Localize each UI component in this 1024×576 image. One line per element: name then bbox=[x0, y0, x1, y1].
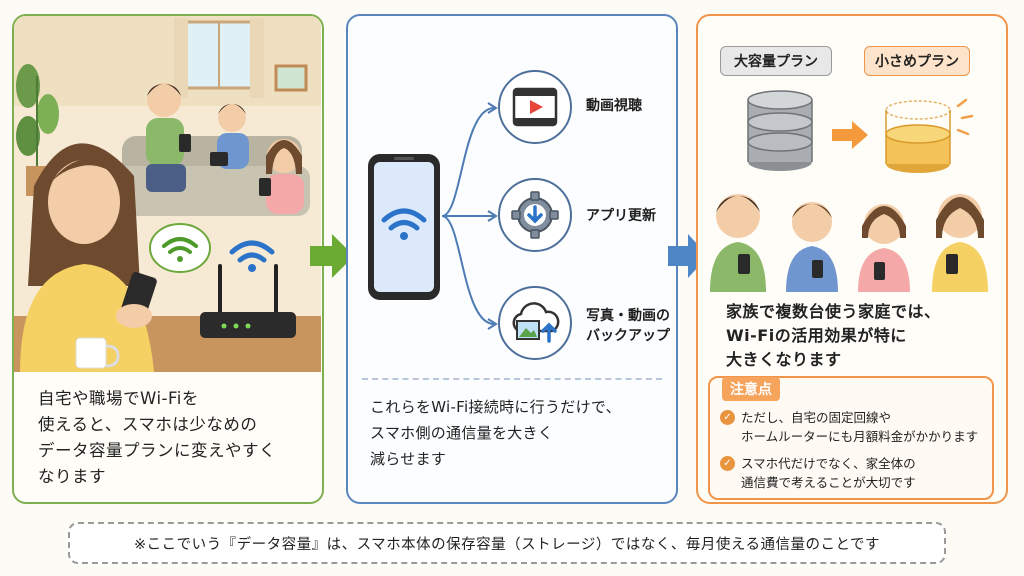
caution-box: 注意点 ✓ ただし、自宅の固定回線や ホームルーターにも月額料金がかかります ✓… bbox=[708, 376, 994, 500]
daughter-avatar bbox=[858, 204, 910, 292]
reduce-arrow-icon bbox=[832, 121, 868, 149]
feature-backup bbox=[498, 286, 572, 360]
mother-avatar bbox=[932, 194, 988, 292]
gear-download-icon bbox=[511, 191, 559, 239]
middle-description: これらをWi-Fi接続時に行うだけで、 スマホ側の通信量を大きく 減らせます bbox=[370, 398, 621, 468]
boy-figure bbox=[210, 104, 249, 169]
feature-video bbox=[498, 70, 572, 144]
mug bbox=[75, 337, 120, 369]
left-panel: 自宅や職場でWi-Fiを 使えると、スマホは少なめの データ容量プランに変えやす… bbox=[12, 14, 324, 504]
window bbox=[174, 18, 264, 98]
caution-item-text: スマホ代だけでなく、家全体の 通信費で考えることが大切です bbox=[741, 456, 916, 490]
video-play-icon bbox=[512, 87, 558, 127]
father-figure bbox=[146, 83, 191, 192]
large-plan-tag: 大容量プラン bbox=[720, 46, 832, 76]
arrow-left-to-middle-icon bbox=[310, 234, 354, 278]
large-database-icon bbox=[747, 90, 813, 171]
right-description: 家族で複数台使う家庭では、 Wi-Fiの活用効果が特に 大きくなります bbox=[726, 302, 941, 369]
picture-frame bbox=[274, 64, 308, 92]
cloud-upload-icon bbox=[512, 302, 560, 343]
middle-panel: 動画視聴 アプリ更新 写真・動画の バックアップ これらをWi-Fi接続時に行う… bbox=[346, 14, 678, 504]
divider bbox=[362, 378, 662, 380]
footnote: ※ここでいう『データ容量』は、スマホ本体の保存容量（ストレージ）ではなく、毎月使… bbox=[68, 522, 946, 564]
feature-app-update bbox=[498, 178, 572, 252]
caution-item: ✓ ただし、自宅の固定回線や ホームルーターにも月額料金がかかります bbox=[720, 408, 986, 446]
check-icon: ✓ bbox=[720, 410, 735, 425]
router bbox=[200, 264, 296, 338]
left-description: 自宅や職場でWi-Fiを 使えると、スマホは少なめの データ容量プランに変えやす… bbox=[38, 389, 276, 486]
right-panel: 大容量プラン 小さめプラン bbox=[696, 14, 1008, 504]
caution-item-text: ただし、自宅の固定回線や ホームルーターにも月額料金がかかります bbox=[741, 410, 979, 444]
check-icon: ✓ bbox=[720, 456, 735, 471]
family-icons bbox=[710, 194, 988, 292]
caution-title: 注意点 bbox=[722, 377, 780, 401]
wifi-signal-icon bbox=[229, 240, 275, 272]
branch-lines bbox=[442, 102, 498, 330]
girl-figure bbox=[259, 139, 304, 214]
small-database-icon bbox=[885, 98, 974, 173]
wifi-bubble bbox=[149, 223, 211, 273]
feature-backup-label: 写真・動画の バックアップ bbox=[586, 308, 670, 344]
feature-app-update-label: アプリ更新 bbox=[586, 208, 656, 224]
small-plan-tag: 小さめプラン bbox=[864, 46, 970, 76]
caution-item: ✓ スマホ代だけでなく、家全体の 通信費で考えることが大切です bbox=[720, 454, 986, 492]
son-avatar bbox=[786, 202, 838, 292]
feature-video-label: 動画視聴 bbox=[586, 98, 642, 114]
father-avatar bbox=[710, 194, 766, 292]
smartphone-icon bbox=[368, 154, 440, 300]
home-wifi-illustration bbox=[14, 16, 321, 372]
mother-figure bbox=[20, 143, 157, 372]
